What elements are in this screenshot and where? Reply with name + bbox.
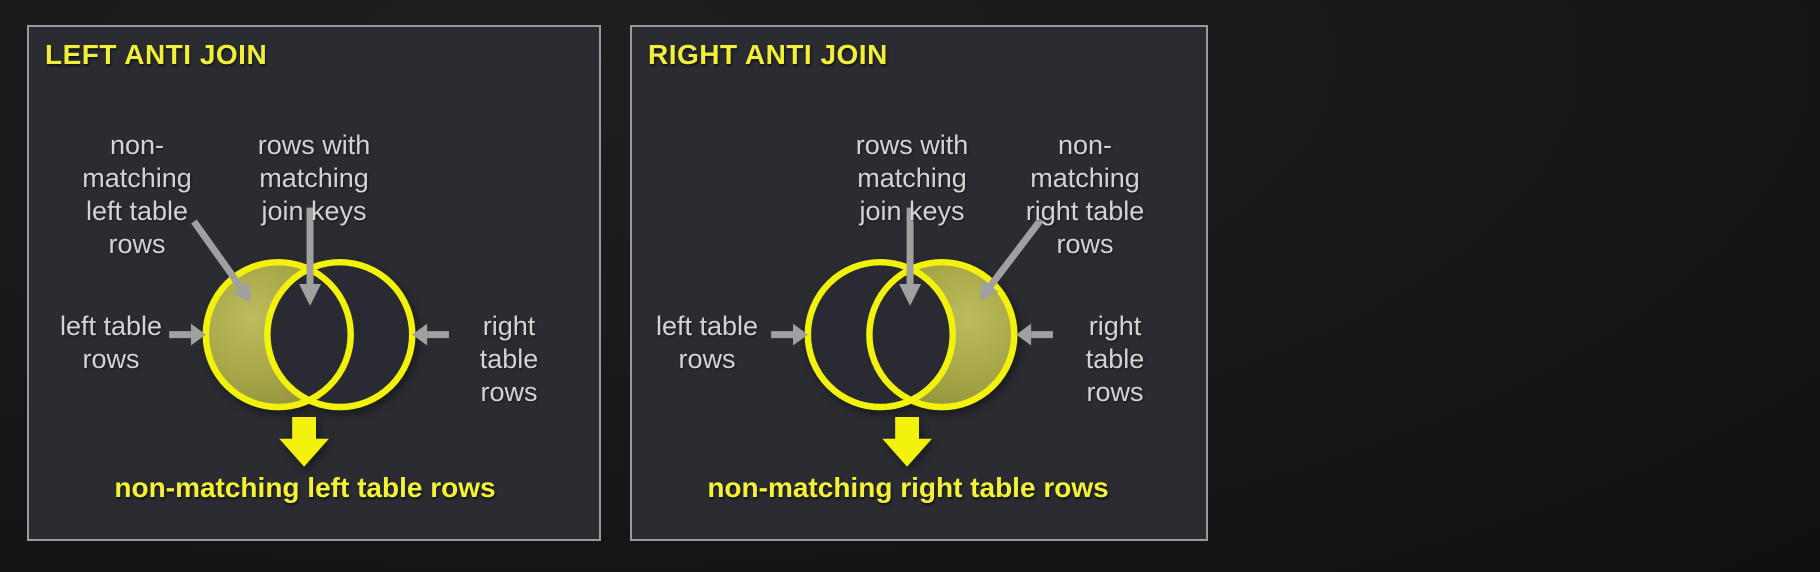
annotation-arrows: [169, 207, 449, 346]
right-table-arrowhead: [412, 323, 428, 346]
annotation-arrows: [771, 207, 1053, 346]
panel-title: RIGHT ANTI JOIN: [648, 39, 888, 70]
result-label: non-matching right table rows: [707, 472, 1109, 503]
result-label: non-matching left table rows: [114, 472, 496, 503]
left-circle-mask: [807, 262, 953, 408]
non-matching-arrowhead: [232, 282, 252, 303]
annotation-non-matching: non- matching right table rows: [1025, 130, 1145, 259]
result-down-arrow: [279, 416, 329, 467]
annotation-right-table: right table rows: [1085, 311, 1145, 407]
venn-diagram-left-anti: [169, 207, 449, 467]
left-anti-join-panel: LEFT ANTI JOIN non- matching left table …: [27, 25, 601, 541]
annotation-left-table: left table rows: [59, 311, 163, 374]
matching-keys-arrowhead: [899, 283, 921, 306]
venn-circles: [804, 258, 1018, 411]
annotation-matching-keys: rows with matching join keys: [257, 130, 371, 226]
annotation-non-matching: non- matching left table rows: [82, 130, 192, 259]
left-circle-outline: [804, 258, 956, 411]
annotation-matching-keys: rows with matching join keys: [855, 130, 969, 226]
right-table-arrowhead: [1016, 323, 1032, 346]
non-matching-arrow: [191, 219, 244, 289]
right-circle-outline: [866, 258, 1018, 411]
matching-keys-arrowhead: [299, 283, 321, 306]
right-anti-join-panel: RIGHT ANTI JOIN rows with matching join …: [630, 25, 1208, 541]
annotation-left-table: left table rows: [655, 311, 759, 374]
right-circle-mask: [267, 262, 413, 408]
non-matching-arrow: [987, 217, 1044, 289]
left-table-arrowhead: [190, 323, 206, 346]
left-table-arrowhead: [792, 323, 808, 346]
panel-title: LEFT ANTI JOIN: [45, 39, 268, 70]
non-matching-arrowhead: [979, 280, 999, 301]
result-down-arrow: [882, 416, 932, 467]
annotation-right-table: right table rows: [479, 311, 539, 407]
venn-diagram-right-anti: [771, 207, 1053, 467]
